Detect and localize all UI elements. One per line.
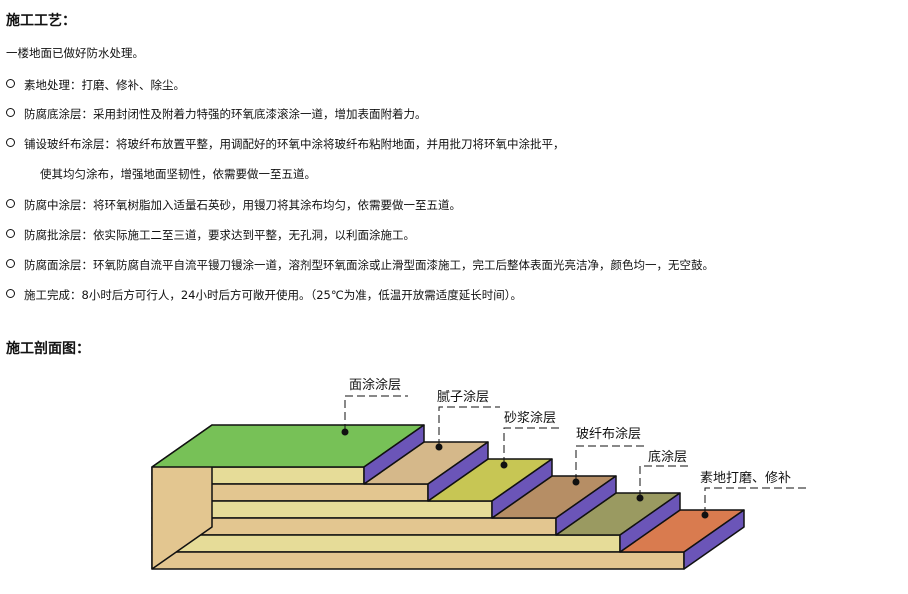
list-item: 防腐面涂层：环氧防腐自流平自流平镘刀镘涂一道，溶剂型环氧面涂或止滑型面漆施工，完… bbox=[6, 257, 714, 273]
side-face-5 bbox=[619, 492, 681, 553]
marker-dot bbox=[572, 478, 580, 486]
list-item-text: 防腐中涂层：将环氧树脂加入适量石英砂，用镘刀将其涂布均匀，依需要做一至五道。 bbox=[24, 198, 461, 212]
leader-line-2 bbox=[438, 406, 500, 447]
side-face-4 bbox=[555, 475, 617, 536]
label-substrate: 素地打磨、修补 bbox=[700, 471, 791, 486]
leader-line-1 bbox=[344, 395, 408, 432]
slab-front-6 bbox=[151, 551, 685, 570]
marker-dot bbox=[636, 494, 644, 502]
list-item-text: 素地处理：打磨、修补、除尘。 bbox=[24, 78, 185, 92]
intro-text: 一楼地面已做好防水处理。 bbox=[6, 46, 144, 60]
list-item-text: 防腐底涂层：采用封闭性及附着力特强的环氧底漆滚涂一道，增加表面附着力。 bbox=[24, 107, 427, 121]
section-title-process: 施工工艺： bbox=[6, 13, 76, 29]
list-item: 施工完成：8小时后方可行人，24小时后方可敞开使用。（25℃为准，低温开放需适度… bbox=[6, 287, 522, 303]
list-item: 防腐中涂层：将环氧树脂加入适量石英砂，用镘刀将其涂布均匀，依需要做一至五道。 bbox=[6, 197, 461, 213]
circle-bullet-icon bbox=[6, 199, 15, 208]
label-mortar-coat: 砂浆涂层 bbox=[504, 410, 556, 426]
leader-line-5 bbox=[639, 465, 690, 498]
circle-bullet-icon bbox=[6, 229, 15, 238]
list-item-text: 防腐批涂层：依实际施工二至三道，要求达到平整，无孔洞，以利面涂施工。 bbox=[24, 228, 415, 242]
list-item: 防腐底涂层：采用封闭性及附着力特强的环氧底漆滚涂一道，增加表面附着力。 bbox=[6, 106, 427, 122]
label-surface-coat: 面涂涂层 bbox=[349, 377, 401, 393]
list-item-continuation: 使其均匀涂布，增强地面坚韧性，依需要做一至五道。 bbox=[40, 167, 316, 181]
side-face-2 bbox=[427, 441, 489, 502]
marker-dot bbox=[500, 461, 508, 469]
section-title-cross-section: 施工剖面图： bbox=[6, 341, 90, 357]
list-item: 铺设玻纤布涂层：将玻纤布放置平整，用调配好的环氧中涂将玻纤布粘附地面，并用批刀将… bbox=[6, 136, 565, 152]
side-face-3 bbox=[491, 458, 553, 519]
list-item-text: 防腐面涂层：环氧防腐自流平自流平镘刀镘涂一道，溶剂型环氧面涂或止滑型面漆施工，完… bbox=[24, 258, 714, 272]
circle-bullet-icon bbox=[6, 138, 15, 147]
marker-dot bbox=[341, 428, 349, 436]
label-putty-coat: 腻子涂层 bbox=[437, 389, 489, 405]
label-fiberglass-coat: 玻纤布涂层 bbox=[576, 426, 641, 442]
label-primer-coat: 底涂层 bbox=[648, 449, 687, 465]
list-item: 防腐批涂层：依实际施工二至三道，要求达到平整，无孔洞，以利面涂施工。 bbox=[6, 227, 415, 243]
marker-dot bbox=[435, 443, 443, 451]
list-item-text: 施工完成：8小时后方可行人，24小时后方可敞开使用。（25℃为准，低温开放需适度… bbox=[24, 288, 522, 302]
list-item: 素地处理：打磨、修补、除尘。 bbox=[6, 77, 185, 93]
slab-front-5 bbox=[151, 534, 621, 553]
leader-line-3 bbox=[503, 427, 560, 465]
leader-line-4 bbox=[575, 445, 648, 482]
side-face-1 bbox=[363, 424, 425, 485]
circle-bullet-icon bbox=[6, 289, 15, 298]
circle-bullet-icon bbox=[6, 108, 15, 117]
circle-bullet-icon bbox=[6, 79, 15, 88]
leader-line-6 bbox=[704, 487, 808, 515]
circle-bullet-icon bbox=[6, 259, 15, 268]
side-face-6 bbox=[683, 509, 745, 570]
list-item-text: 铺设玻纤布涂层：将玻纤布放置平整，用调配好的环氧中涂将玻纤布粘附地面，并用批刀将… bbox=[24, 137, 565, 151]
marker-dot bbox=[701, 511, 709, 519]
